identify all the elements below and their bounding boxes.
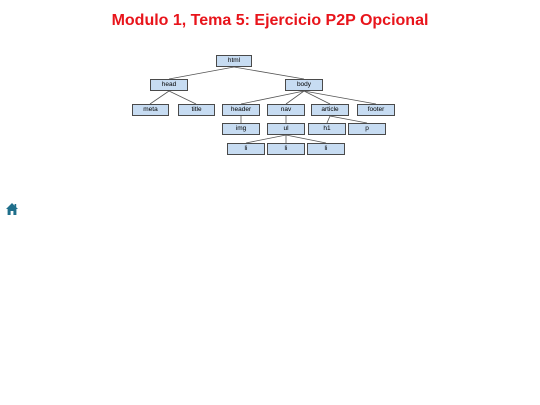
node-nav: nav (267, 104, 305, 116)
edge-body-footer (303, 90, 377, 105)
node-footer: footer (357, 104, 395, 116)
node-li-1: li (227, 143, 265, 155)
edge-head-title (168, 90, 197, 105)
node-li-3: li (307, 143, 345, 155)
edge-body-article (303, 90, 331, 105)
edge-article-h1 (326, 115, 331, 124)
node-p: p (348, 123, 386, 135)
node-li-2: li (267, 143, 305, 155)
edge-html-body (233, 66, 305, 80)
edge-ul-li1 (245, 134, 287, 144)
node-h1: h1 (308, 123, 346, 135)
node-meta: meta (132, 104, 169, 116)
node-body: body (285, 79, 323, 91)
slide-title: Modulo 1, Tema 5: Ejercicio P2P Opcional (111, 12, 429, 29)
node-html: html (216, 55, 252, 67)
node-title: title (178, 104, 215, 116)
edge-body-header (240, 90, 305, 105)
node-head: head (150, 79, 188, 91)
edge-body-nav (285, 90, 305, 105)
edge-article-p (329, 115, 368, 124)
node-header: header (222, 104, 260, 116)
home-icon[interactable] (5, 202, 19, 216)
node-ul: ul (267, 123, 305, 135)
node-article: article (311, 104, 349, 116)
edge-head-meta (149, 90, 170, 105)
edge-html-head (168, 66, 235, 80)
node-img: img (222, 123, 260, 135)
edge-ul-li3 (285, 134, 327, 144)
